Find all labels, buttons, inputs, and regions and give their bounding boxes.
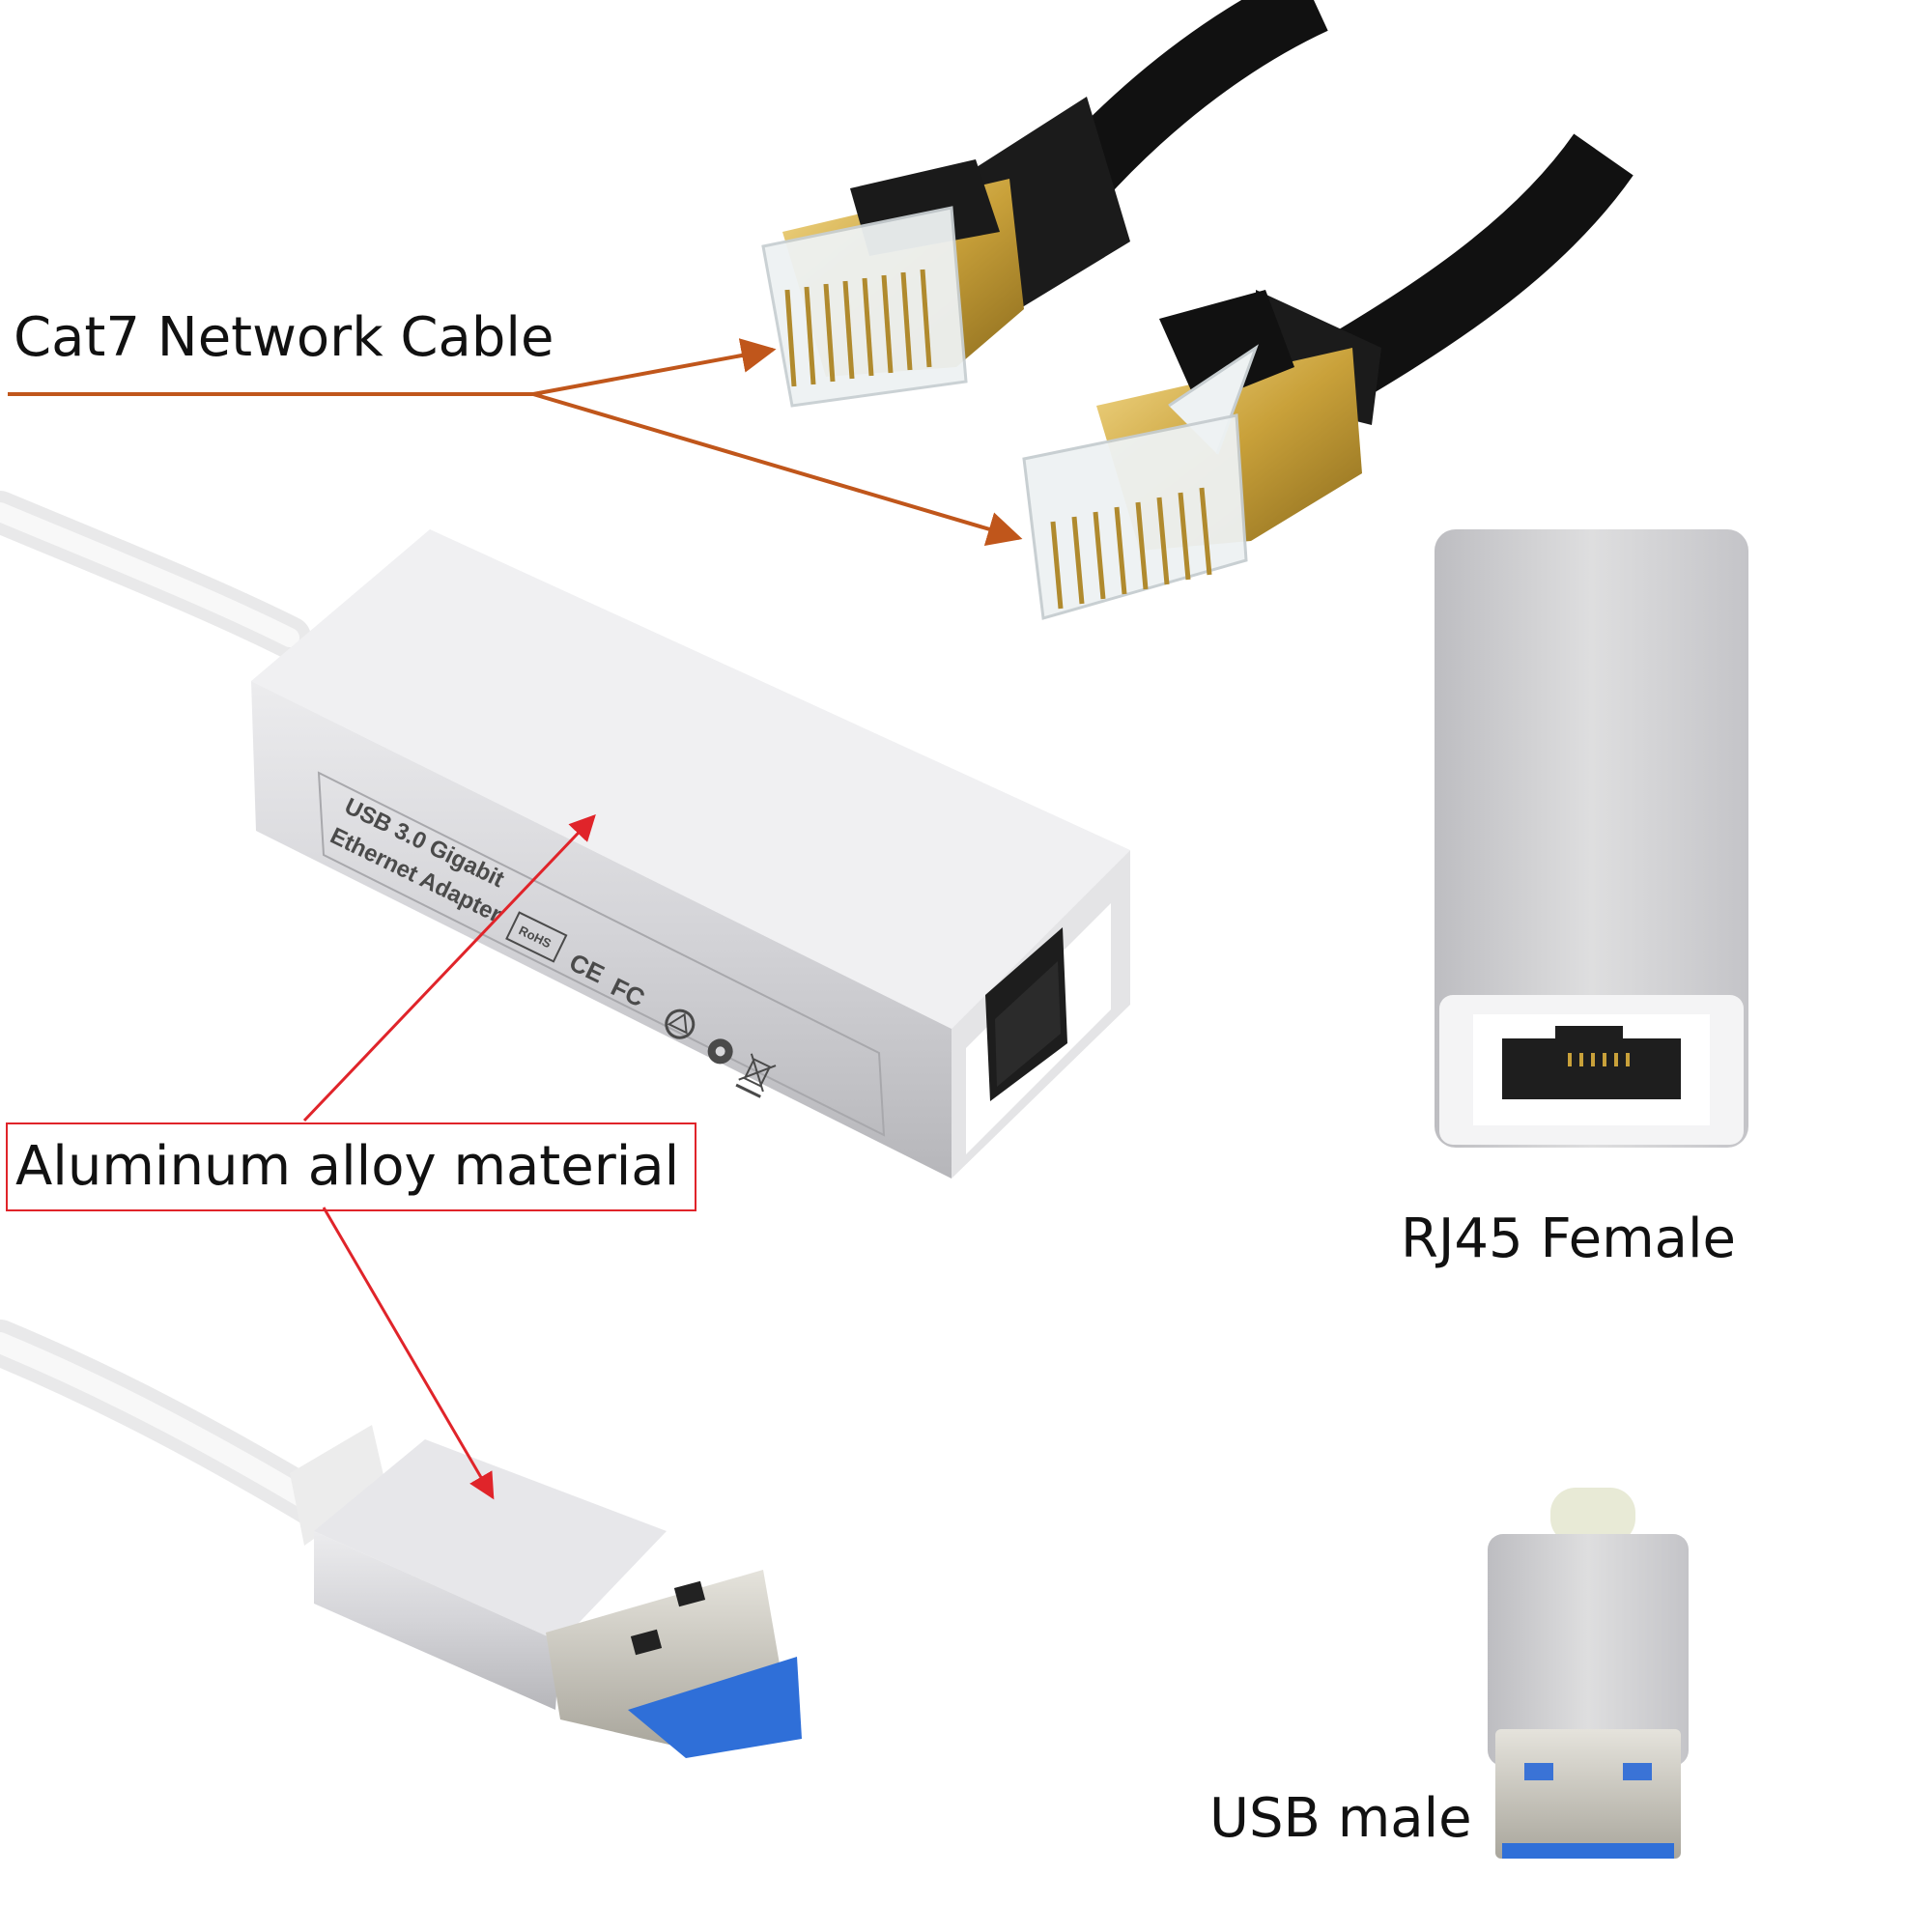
rj45-female-view: [1435, 529, 1748, 1148]
material-callout-arrows: [302, 814, 596, 1500]
usb-male-label: USB male: [1209, 1787, 1472, 1850]
aluminum-alloy-material-label: Aluminum alloy material: [6, 1122, 697, 1211]
recycle-icon: [665, 1009, 696, 1039]
adapter-body-main: USB 3.0 Gigabit Ethernet Adapter RoHS CE…: [251, 529, 1130, 1179]
china-rohs-icon: [707, 1038, 733, 1065]
cat7-callout-lines: [8, 338, 1023, 547]
cat7-cable-plug-1: [761, 0, 1328, 408]
adapter-white-cable: [0, 491, 311, 659]
cat7-network-cable-label: Cat7 Network Cable: [14, 306, 554, 369]
cat7-cable-plug-2: [1022, 133, 1634, 620]
usb-male-view: [1488, 1488, 1689, 1859]
weee-bin-icon: [735, 1053, 777, 1098]
usb-plug-main: [0, 1320, 802, 1758]
rj45-female-label: RJ45 Female: [1401, 1208, 1736, 1270]
